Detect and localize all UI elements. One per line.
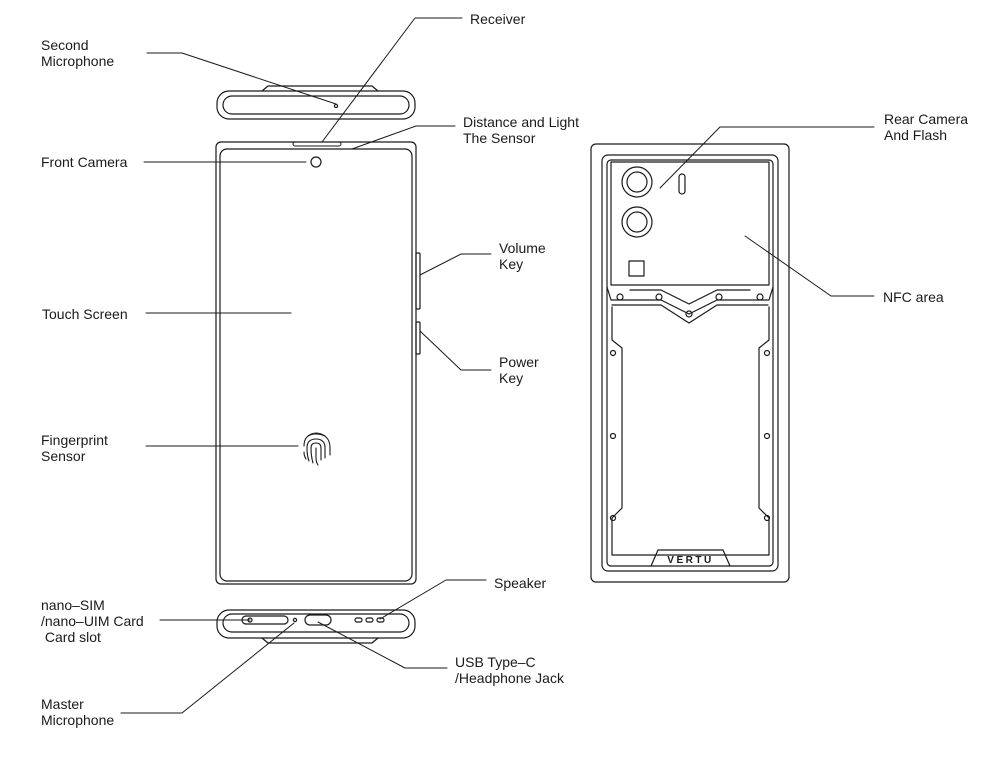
- leader-second-microphone: [146, 52, 337, 105]
- master-microphone-hole: [292, 617, 298, 623]
- nfc-chevron-band: [606, 286, 774, 324]
- label-nfc-area-line-1: NFC area: [883, 289, 944, 305]
- label-volume-key: Volume Key: [499, 240, 546, 272]
- phone-front: [215, 141, 421, 585]
- label-touch-screen: Touch Screen: [42, 306, 128, 322]
- phone-back: [590, 143, 790, 583]
- label-front-camera-line-1: Front Camera: [41, 154, 128, 170]
- receiver-slot: [292, 141, 342, 147]
- label-volume-key-line-2: Key: [499, 256, 524, 272]
- label-card-slot-line-3: Card slot: [41, 629, 101, 645]
- leader-distance-sensor: [351, 125, 456, 150]
- label-master-microphone-line-2: Microphone: [41, 712, 115, 728]
- label-rear-camera-flash: Rear Camera And Flash: [884, 111, 968, 143]
- label-nfc-area: NFC area: [883, 289, 944, 305]
- label-power-key-line-2: Key: [499, 370, 524, 386]
- label-card-slot: nano–SIM /nano–UIM Card Card slot: [41, 597, 144, 645]
- label-usb-typec: USB Type–C /Headphone Jack: [455, 654, 564, 686]
- label-distance-light-sensor: Distance and Light The Sensor: [463, 114, 579, 146]
- leader-rear-camera: [659, 126, 875, 189]
- label-fingerprint-sensor-line-1: Fingerprint: [41, 432, 108, 448]
- leader-master-microphone: [120, 622, 295, 714]
- label-distance-light-sensor-line-1: Distance and Light: [463, 114, 579, 130]
- frame-screws: [609, 349, 771, 522]
- label-usb-typec-line-2: /Headphone Jack: [455, 670, 564, 686]
- flash-icon: [678, 173, 686, 195]
- phone-back-body: [590, 143, 790, 583]
- label-usb-typec-line-1: USB Type–C: [455, 654, 536, 670]
- phone-front-body: [215, 141, 417, 585]
- label-speaker-line-1: Speaker: [494, 575, 547, 591]
- label-fingerprint-sensor-line-2: Sensor: [41, 448, 86, 464]
- touch-screen: [219, 148, 413, 582]
- label-front-camera: Front Camera: [41, 154, 127, 170]
- leader-lines: [120, 17, 875, 714]
- label-touch-screen-line-1: Touch Screen: [42, 306, 128, 322]
- label-rear-camera-flash-line-2: And Flash: [884, 127, 948, 143]
- label-card-slot-line-2: /nano–UIM Card: [41, 613, 144, 629]
- label-rear-camera-flash-line-1: Rear Camera: [884, 111, 969, 127]
- label-card-slot-line-1: nano–SIM: [41, 597, 105, 613]
- label-receiver-line-1: Receiver: [470, 11, 526, 27]
- label-second-microphone: Second Microphone: [41, 37, 114, 69]
- rear-camera-module: [621, 166, 686, 277]
- label-receiver: Receiver: [470, 11, 525, 27]
- speaker-grille: [354, 617, 385, 623]
- label-master-microphone-line-1: Master: [41, 696, 84, 712]
- front-camera-icon: [310, 156, 322, 168]
- label-master-microphone: Master Microphone: [41, 696, 114, 728]
- label-second-microphone-line-2: Microphone: [41, 53, 115, 69]
- fingerprint-icon: [303, 432, 331, 466]
- label-power-key: Power Key: [499, 354, 539, 386]
- label-second-microphone-line-1: Second: [41, 37, 89, 53]
- label-power-key-line-1: Power: [499, 354, 539, 370]
- leader-nfc-area: [744, 235, 875, 297]
- usb-typec-port: [304, 614, 332, 626]
- top-edge-view: [216, 85, 416, 120]
- bottom-edge-view: [216, 609, 416, 644]
- brand-plate: [650, 549, 731, 567]
- brand-plate-text: VERTU: [667, 555, 713, 566]
- volume-key-shape: [415, 252, 421, 310]
- leader-power-key: [419, 330, 492, 371]
- label-distance-light-sensor-line-2: The Sensor: [463, 130, 536, 146]
- second-microphone-hole: [333, 103, 339, 109]
- power-key-shape: [415, 321, 421, 355]
- label-fingerprint-sensor: Fingerprint Sensor: [41, 432, 108, 464]
- label-speaker: Speaker: [494, 575, 546, 591]
- leader-usb-typec: [317, 621, 448, 669]
- leader-volume-key: [419, 253, 492, 276]
- label-volume-key-line-1: Volume: [499, 240, 546, 256]
- leader-receiver: [321, 17, 463, 143]
- leader-speaker: [379, 579, 487, 620]
